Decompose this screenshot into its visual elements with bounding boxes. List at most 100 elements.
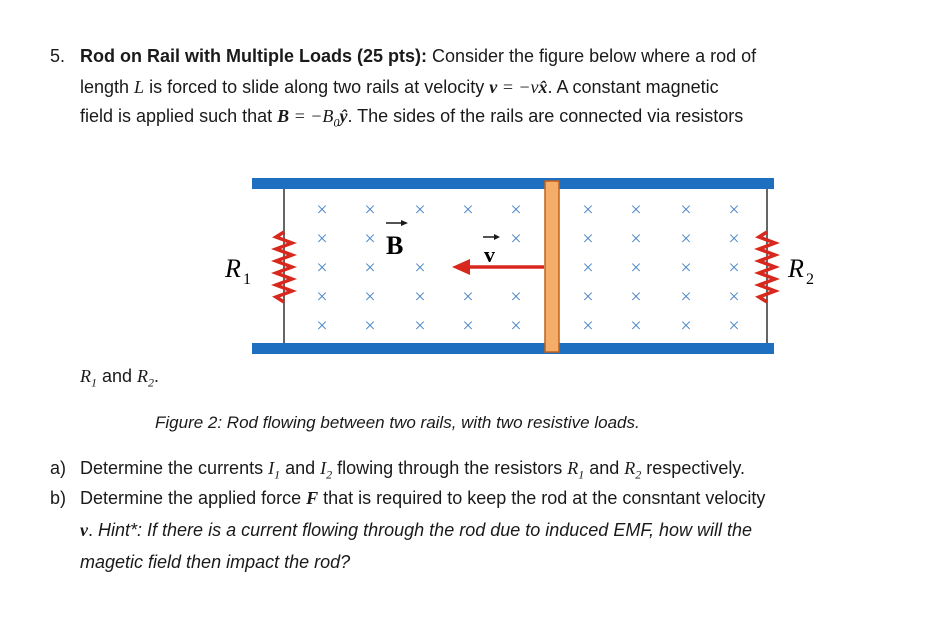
problem-number: 5. <box>50 46 66 66</box>
field-cross-icon: × <box>462 286 473 308</box>
problem-title: Rod on Rail with Multiple Loads (25 pts)… <box>80 46 427 66</box>
resistor-r2 <box>754 230 780 304</box>
math-sub: 2 <box>326 467 333 482</box>
math-B: B <box>277 106 290 126</box>
magnetic-field-crosses: ××××××××××××××××××××××××××××××××××××××××… <box>316 199 739 337</box>
field-cross-icon: × <box>414 286 425 308</box>
field-cross-icon: × <box>462 315 473 337</box>
sliding-rod <box>544 180 560 353</box>
math-sub: 2 <box>635 467 642 482</box>
field-cross-icon: × <box>728 315 739 337</box>
resistor-r1 <box>271 230 297 304</box>
question-b: Determine the applied force F that is re… <box>80 488 765 509</box>
math-v: v <box>489 77 498 97</box>
field-cross-icon: × <box>582 286 593 308</box>
field-cross-icon: × <box>462 199 473 221</box>
problem-line-2: length L is forced to slide along two ra… <box>80 77 719 98</box>
math-R1: R <box>567 458 579 478</box>
vector-arrowhead-v <box>494 234 500 240</box>
text-span: field is applied such that <box>80 106 278 126</box>
math-sub: 2 <box>148 375 155 390</box>
field-cross-icon: × <box>630 199 641 221</box>
field-cross-icon: × <box>728 257 739 279</box>
field-cross-icon: × <box>510 315 521 337</box>
text-span: length <box>80 77 135 97</box>
text-span: and <box>280 458 321 478</box>
field-cross-icon: × <box>728 228 739 250</box>
problem-line-3: field is applied such that B = −B0ŷ. The… <box>80 106 743 131</box>
field-cross-icon: × <box>728 199 739 221</box>
field-cross-icon: × <box>316 286 327 308</box>
question-b-label: b) <box>50 488 67 508</box>
field-cross-icon: × <box>680 228 691 250</box>
text-span: flowing through the resistors <box>332 458 568 478</box>
label-r2-sub: 2 <box>806 271 814 288</box>
field-cross-icon: × <box>316 257 327 279</box>
text-span: . <box>154 366 160 386</box>
math-L: L <box>134 77 145 97</box>
field-cross-icon: × <box>630 257 641 279</box>
field-cross-icon: × <box>680 315 691 337</box>
math-sub: 1 <box>274 467 281 482</box>
text-span: respectively. <box>641 458 745 478</box>
label-b: B <box>386 231 403 260</box>
field-cross-icon: × <box>364 199 375 221</box>
math-sub: 0 <box>333 115 340 130</box>
field-cross-icon: × <box>364 228 375 250</box>
hint-text: Hint*: If there is a current flowing thr… <box>98 520 753 540</box>
field-cross-icon: × <box>582 228 593 250</box>
math-eq: = −v <box>497 77 539 97</box>
field-cross-icon: × <box>728 286 739 308</box>
vector-arrowhead-b <box>401 220 408 226</box>
field-cross-icon: × <box>316 315 327 337</box>
math-eq: = −B <box>289 106 334 126</box>
field-cross-icon: × <box>414 199 425 221</box>
math-R1: R <box>80 366 91 386</box>
field-cross-icon: × <box>510 286 521 308</box>
problem-line-1: Rod on Rail with Multiple Loads (25 pts)… <box>80 46 756 67</box>
field-cross-icon: × <box>582 257 593 279</box>
figure-caption: Figure 2: Rod flowing between two rails,… <box>155 413 640 432</box>
text-span: Determine the currents <box>80 458 269 478</box>
field-cross-icon: × <box>680 257 691 279</box>
math-xhat: x̂ <box>538 77 548 97</box>
field-cross-icon: × <box>680 286 691 308</box>
math-R2: R <box>137 366 149 386</box>
field-cross-icon: × <box>630 228 641 250</box>
field-cross-icon: × <box>510 228 521 250</box>
math-F: F <box>306 488 319 508</box>
label-r1: R <box>224 254 241 283</box>
field-cross-icon: × <box>414 315 425 337</box>
velocity-arrow-head <box>452 259 470 275</box>
field-cross-icon: × <box>510 199 521 221</box>
field-cross-icon: × <box>680 199 691 221</box>
field-cross-icon: × <box>582 199 593 221</box>
question-b-line-2: v. Hint*: If there is a current flowing … <box>80 520 752 541</box>
math-I1: I <box>268 458 275 478</box>
question-a-label: a) <box>50 458 67 478</box>
label-v: v <box>484 242 495 267</box>
math-sub: 1 <box>578 467 585 482</box>
top-rail <box>252 178 774 189</box>
question-a: Determine the currents I1 and I2 flowing… <box>80 458 745 483</box>
field-cross-icon: × <box>582 315 593 337</box>
field-cross-icon: × <box>414 257 425 279</box>
text-span: is forced to slide along two rails at ve… <box>144 77 490 97</box>
field-cross-icon: × <box>364 257 375 279</box>
math-R2: R <box>624 458 636 478</box>
text-span: Determine the applied force <box>80 488 307 508</box>
text-span: . <box>88 520 99 540</box>
bottom-rail <box>252 343 774 354</box>
math-yhat: ŷ <box>339 106 348 126</box>
field-cross-icon: × <box>364 315 375 337</box>
problem-text-1: Consider the figure below where a rod of <box>427 46 757 66</box>
text-span: . A constant magnetic <box>547 77 719 97</box>
math-I2: I <box>320 458 327 478</box>
field-cross-icon: × <box>630 286 641 308</box>
text-span: . The sides of the rails are connected v… <box>347 106 744 126</box>
field-cross-icon: × <box>316 199 327 221</box>
label-r2: R <box>787 254 804 283</box>
math-v: v <box>80 520 88 540</box>
problem-line-4: R1 and R2. <box>80 366 159 391</box>
text-span: and <box>584 458 625 478</box>
